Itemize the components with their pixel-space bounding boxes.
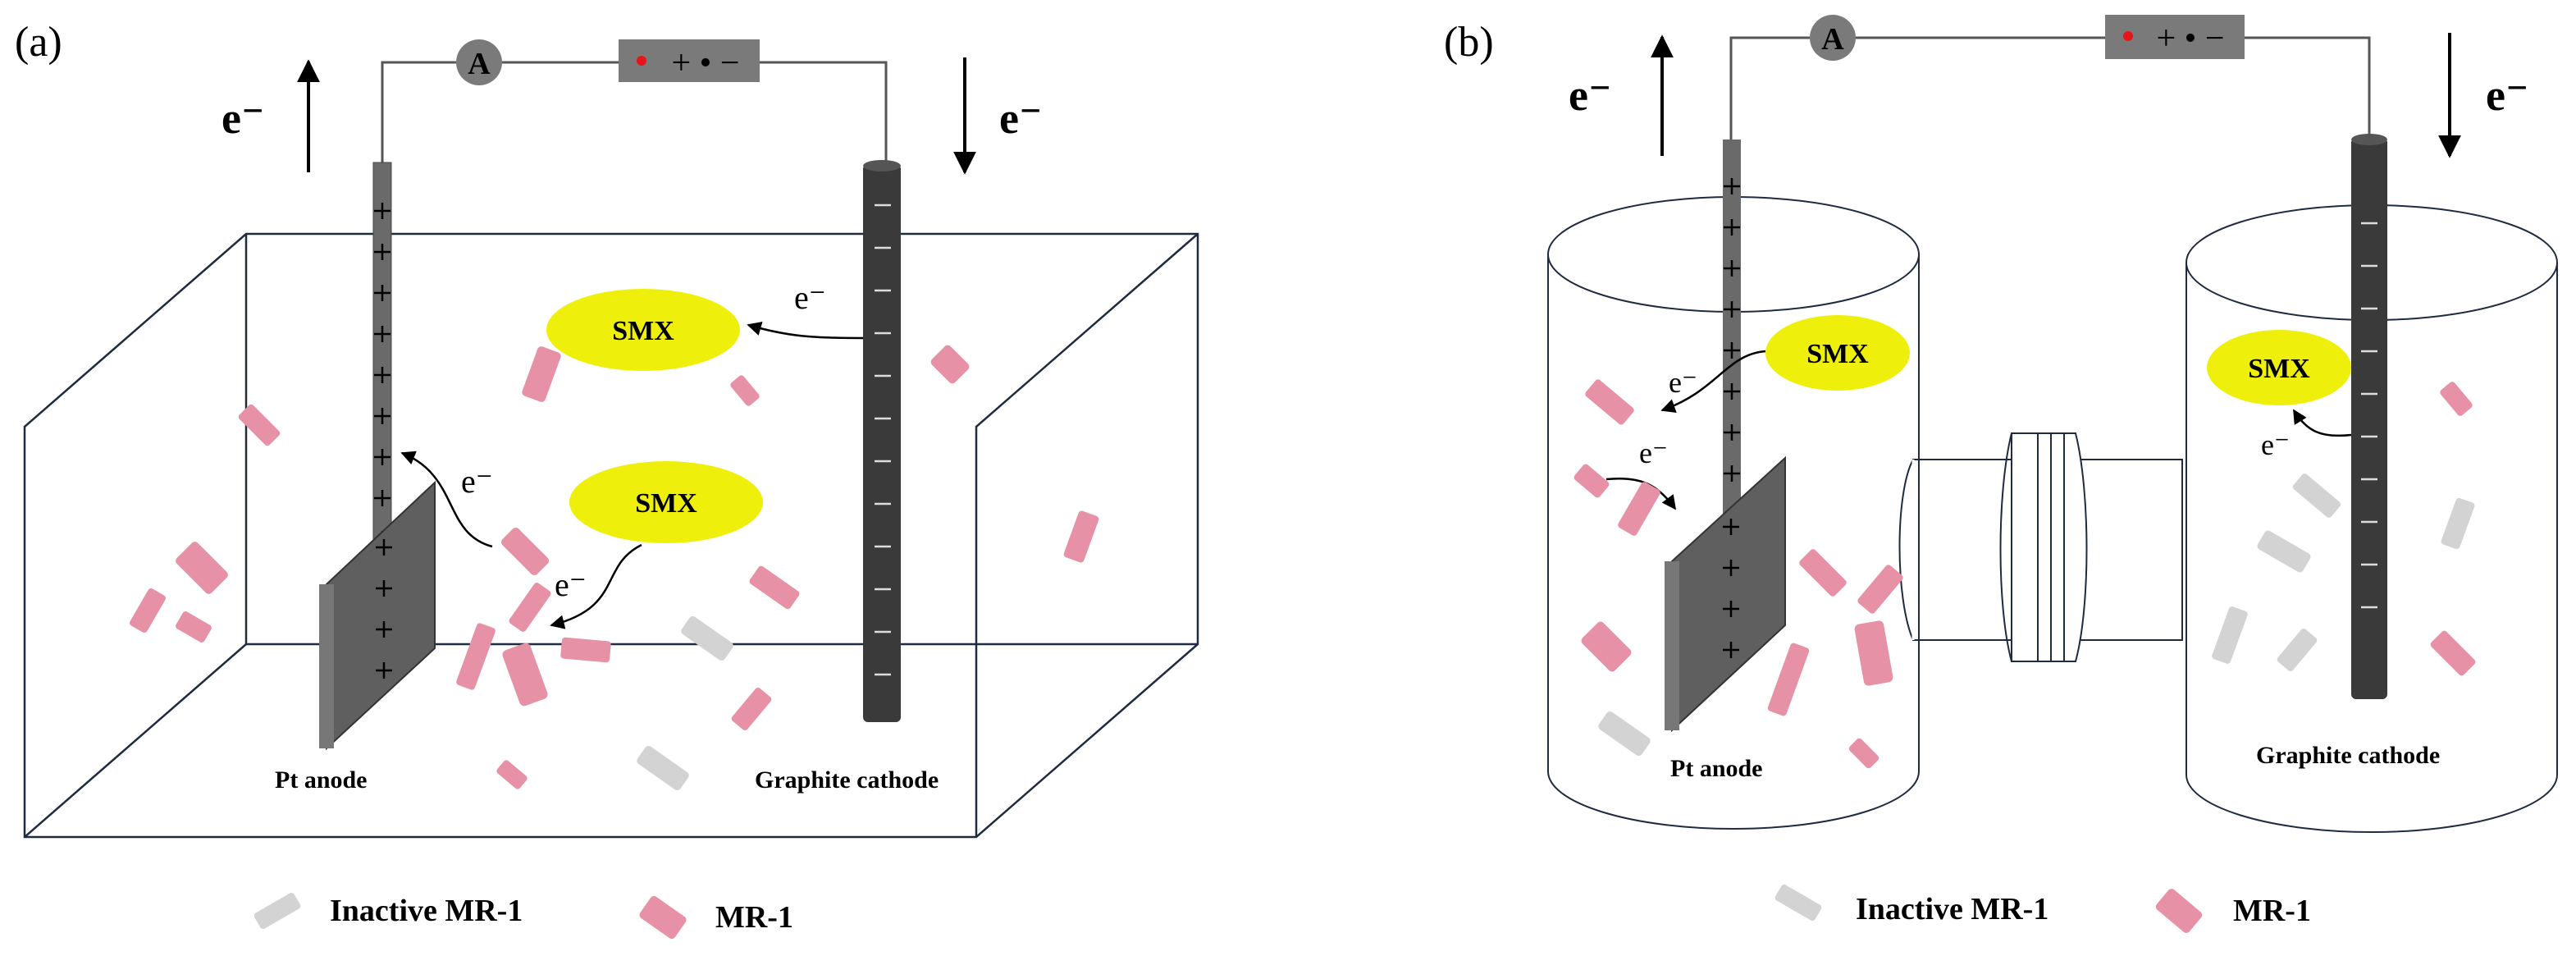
mr1-cell bbox=[1573, 464, 1610, 498]
battery-symbols: + • − bbox=[2156, 20, 2224, 57]
ammeter: A bbox=[1810, 15, 1856, 61]
mr1-cell bbox=[500, 527, 550, 576]
mr1-cell bbox=[749, 565, 800, 610]
battery: + • − bbox=[2105, 15, 2245, 59]
electron-transfer-arrow bbox=[400, 451, 493, 548]
ammeter-label: A bbox=[1821, 22, 1844, 57]
legend-a: Inactive MR-1 MR-1 bbox=[253, 892, 793, 940]
mr1-cell bbox=[2430, 630, 2476, 676]
mr1-cell bbox=[1581, 621, 1632, 672]
mr1-cell bbox=[509, 583, 551, 632]
electron-transfer-arrow bbox=[550, 543, 642, 629]
circuit-wire-b bbox=[1729, 36, 2371, 156]
mr1-cell bbox=[930, 345, 970, 384]
smx-bottom: SMX bbox=[569, 461, 763, 543]
panel-b-label: (b) bbox=[1444, 19, 1494, 66]
ammeter-label: A bbox=[468, 47, 491, 81]
battery-symbols: + • − bbox=[671, 44, 739, 82]
electron-label: e⁻ bbox=[794, 279, 826, 316]
mr1-cell bbox=[1618, 482, 1660, 536]
pt-anode-plate bbox=[1665, 455, 1786, 733]
inactive-mr1-cell bbox=[2212, 606, 2248, 664]
cathode-label: Graphite cathode bbox=[2256, 742, 2440, 769]
legend-swatch-active bbox=[639, 895, 687, 940]
inactive-mr1-cell bbox=[2441, 497, 2475, 550]
inactive-mr1-cell bbox=[1598, 711, 1651, 757]
legend-swatch-active bbox=[2155, 889, 2203, 933]
smx-label: SMX bbox=[612, 316, 674, 346]
legend-label-active: MR-1 bbox=[2233, 894, 2311, 928]
smx-cathode: SMX bbox=[2207, 330, 2351, 405]
mr1-cell bbox=[456, 623, 496, 690]
legend-label-active: MR-1 bbox=[715, 900, 793, 935]
inactive-cells-b bbox=[1598, 473, 2475, 757]
smx-label: SMX bbox=[2248, 354, 2310, 384]
legend-swatch-inactive bbox=[1774, 884, 1822, 922]
electron-label-left: e⁻ bbox=[1569, 71, 1611, 120]
mr1-cell bbox=[522, 346, 561, 402]
pt-anode-plate bbox=[319, 480, 436, 751]
mr1-cell bbox=[560, 637, 611, 663]
electron-label-left: e⁻ bbox=[222, 94, 264, 143]
electron-transfer-arrow bbox=[1660, 350, 1766, 413]
inactive-mr1-cell bbox=[2292, 473, 2341, 518]
mr1-cell bbox=[502, 643, 548, 707]
mr1-cell bbox=[730, 375, 760, 406]
mr1-cell bbox=[1857, 565, 1903, 614]
electron-label: e⁻ bbox=[1639, 437, 1668, 469]
inactive-mr1-cell bbox=[2277, 629, 2318, 671]
mr1-cell bbox=[238, 404, 281, 446]
mr1-cell bbox=[1848, 738, 1879, 769]
electron-label: e⁻ bbox=[555, 566, 587, 603]
mr1-cell bbox=[1767, 643, 1810, 716]
inactive-mr1-cell bbox=[637, 745, 689, 791]
inactive-mr1-cell bbox=[2257, 530, 2311, 573]
mr1-cell bbox=[176, 542, 228, 594]
electron-transfer-arrow bbox=[747, 322, 864, 340]
smx-label: SMX bbox=[1806, 339, 1869, 369]
mr1-cell bbox=[496, 760, 528, 789]
smx-anode: SMX bbox=[1765, 315, 1910, 391]
legend-label-inactive: Inactive MR-1 bbox=[330, 894, 523, 928]
graphite-cathode bbox=[863, 160, 901, 722]
panel-b: (b) A + • − e⁻ e⁻ bbox=[1444, 15, 2558, 833]
battery: + • − bbox=[619, 39, 760, 82]
graphite-cathode bbox=[2351, 134, 2387, 699]
salt-bridge bbox=[1898, 432, 2183, 662]
legend-b: Inactive MR-1 MR-1 bbox=[1774, 884, 2311, 933]
inactive-mr1-cell bbox=[681, 615, 733, 661]
anode-label: Pt anode bbox=[1670, 755, 1763, 782]
mr1-cell bbox=[731, 688, 772, 730]
electron-label: e⁻ bbox=[2261, 428, 2290, 461]
ammeter: A bbox=[456, 39, 502, 85]
mr1-cell bbox=[1799, 549, 1847, 597]
panel-a-label: (a) bbox=[15, 19, 62, 66]
inactive-cells-a bbox=[637, 615, 733, 791]
mr1-cell bbox=[2440, 382, 2473, 416]
electron-label-right: e⁻ bbox=[2486, 71, 2528, 120]
mr1-cells-a bbox=[130, 345, 1099, 789]
electron-transfer-arrow bbox=[2292, 409, 2352, 437]
smx-top: SMX bbox=[546, 289, 740, 371]
cathode-label: Graphite cathode bbox=[755, 766, 939, 794]
legend-swatch-inactive bbox=[253, 892, 301, 930]
mr1-cell bbox=[1854, 620, 1893, 686]
mr1-cell bbox=[1585, 379, 1634, 425]
mr1-cells-b bbox=[1573, 379, 2476, 769]
electron-label: e⁻ bbox=[461, 463, 493, 500]
electron-label-right: e⁻ bbox=[999, 94, 1042, 143]
legend-label-inactive: Inactive MR-1 bbox=[1856, 892, 2048, 926]
mr1-cell bbox=[130, 588, 166, 634]
mr1-cell bbox=[176, 611, 212, 643]
mr1-cell bbox=[1063, 510, 1099, 563]
electron-label: e⁻ bbox=[1669, 366, 1697, 399]
anode-label: Pt anode bbox=[275, 766, 368, 794]
panel-a: (a) A + • − e⁻ e⁻ bbox=[15, 19, 1199, 839]
circuit-wire-a bbox=[381, 61, 888, 164]
smx-label: SMX bbox=[635, 488, 697, 519]
